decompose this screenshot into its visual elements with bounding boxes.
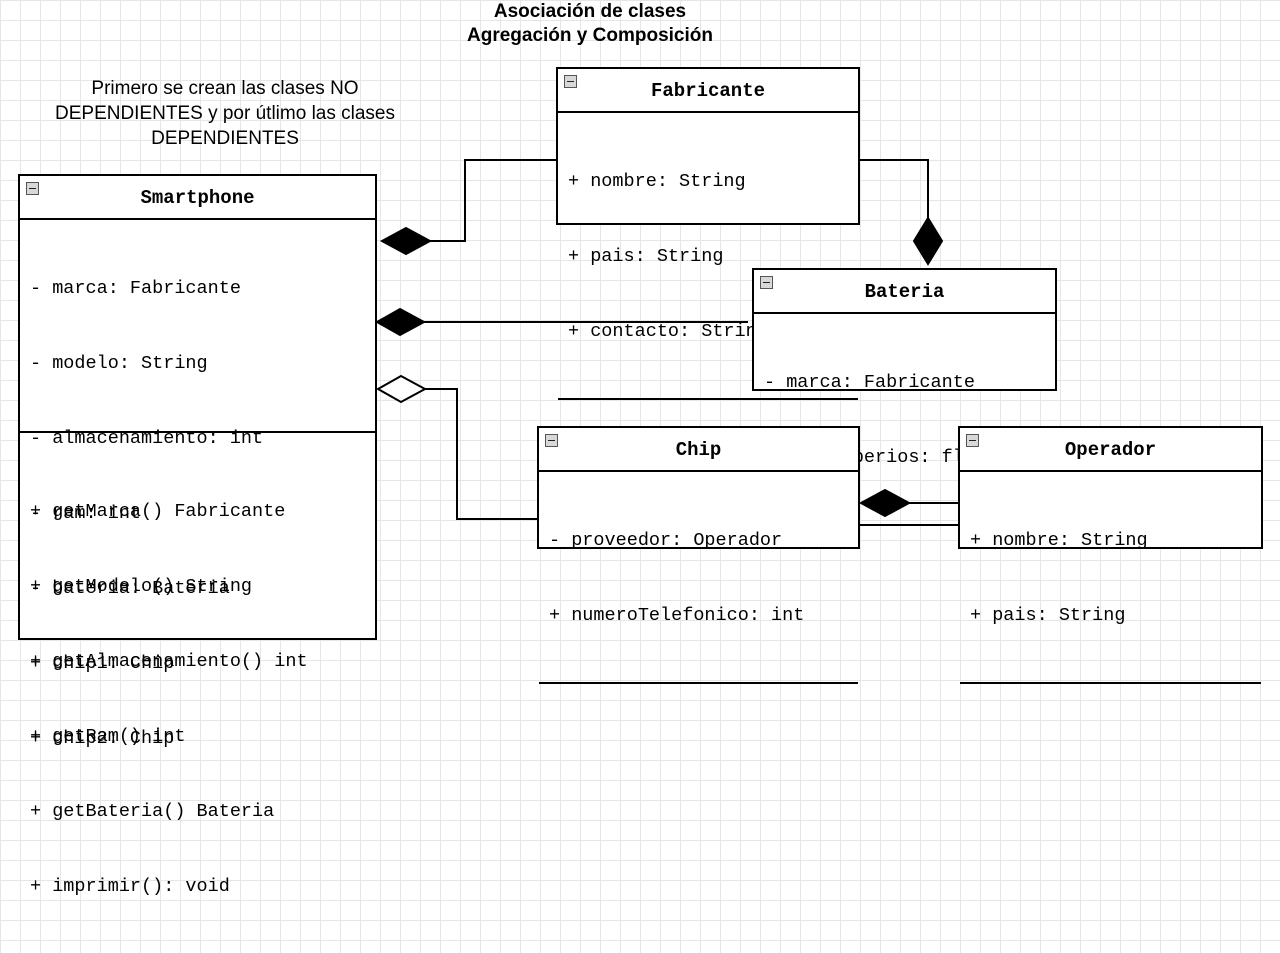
collapse-icon[interactable] bbox=[966, 434, 979, 447]
method-row: + getModelo() String bbox=[30, 576, 253, 597]
method-row: + getMarca() Fabricante bbox=[30, 501, 286, 522]
class-name: Operador bbox=[1064, 439, 1157, 461]
attribute-row: + pais: String bbox=[568, 246, 724, 267]
attribute-row: + contacto: String bbox=[568, 321, 768, 342]
class-smartphone[interactable]: Smartphone - marca: Fabricante - modelo:… bbox=[18, 174, 377, 897]
collapse-icon[interactable] bbox=[760, 276, 773, 289]
composition-diamond-bateria-smartphone bbox=[374, 307, 427, 337]
attribute-row: + pais: String bbox=[970, 605, 1126, 626]
attributes-section: + nombre: String + pais: String bbox=[960, 472, 1261, 684]
class-operador[interactable]: Operador + nombre: String + pais: String bbox=[958, 426, 1263, 684]
class-name: Fabricante bbox=[650, 80, 766, 102]
class-header: Smartphone bbox=[20, 176, 375, 220]
attribute-row: - ram: int bbox=[30, 503, 142, 524]
note-text: Primero se crean las clases NO DEPENDIEN… bbox=[30, 76, 420, 151]
collapse-icon[interactable] bbox=[26, 182, 39, 195]
class-bateria[interactable]: Bateria - marca: Fabricante + miliAmperi… bbox=[752, 268, 1057, 526]
attributes-section: + nombre: String + pais: String + contac… bbox=[558, 113, 858, 400]
diagram-title: Asociación de clases Agregación y Compos… bbox=[430, 0, 750, 48]
fabricante-smartphone-link bbox=[430, 159, 556, 242]
note-line-1: Primero se crean las clases NO bbox=[91, 78, 359, 99]
attributes-section: - marca: Fabricante - modelo: String - a… bbox=[20, 220, 375, 749]
method-row: + imprimir(): void bbox=[30, 876, 230, 897]
class-name: Smartphone bbox=[140, 187, 255, 209]
attribute-row: - modelo: String bbox=[30, 353, 208, 374]
aggregation-diamond-chip-smartphone bbox=[375, 374, 428, 404]
attribute-row: + numeroTelefonico: int bbox=[549, 605, 805, 626]
class-header: Fabricante bbox=[558, 69, 858, 113]
composition-diamond-operador-chip bbox=[858, 488, 912, 518]
attribute-row: - marca: Fabricante bbox=[30, 278, 241, 299]
class-header: Chip bbox=[539, 428, 858, 472]
composition-diamond-fabricante-smartphone bbox=[379, 226, 433, 256]
attribute-row: - bateria: Bateria bbox=[30, 578, 230, 599]
chip-smartphone-link bbox=[425, 388, 537, 520]
class-header: Operador bbox=[960, 428, 1261, 472]
relationship-lines bbox=[374, 159, 958, 520]
class-name: Chip bbox=[675, 439, 722, 461]
title-line-2: Agregación y Composición bbox=[467, 25, 713, 46]
class-fabricante[interactable]: Fabricante + nombre: String + pais: Stri… bbox=[556, 67, 860, 400]
class-name: Bateria bbox=[864, 281, 945, 303]
class-header: Bateria bbox=[754, 270, 1055, 314]
methods-section: + getMarca() Fabricante + getModelo() St… bbox=[20, 433, 375, 953]
class-chip[interactable]: Chip - proveedor: Operador + numeroTelef… bbox=[537, 426, 860, 684]
collapse-icon[interactable] bbox=[564, 75, 577, 88]
attribute-row: + nombre: String bbox=[568, 171, 746, 192]
attribute-row: - proveedor: Operador bbox=[549, 530, 783, 551]
method-row: + getRam() int bbox=[30, 726, 186, 747]
note-line-2: DEPENDIENTES y por útlimo las clases bbox=[55, 103, 395, 124]
attributes-section: - proveedor: Operador + numeroTelefonico… bbox=[539, 472, 858, 684]
fabricante-bateria-link bbox=[859, 159, 929, 218]
title-line-1: Asociación de clases bbox=[493, 1, 687, 22]
attribute-row: - marca: Fabricante bbox=[764, 372, 975, 393]
attribute-row: + nombre: String bbox=[970, 530, 1148, 551]
method-row: + getBateria() Bateria bbox=[30, 801, 275, 822]
attribute-row: - almacenamiento: int bbox=[30, 428, 264, 449]
note-line-3: DEPENDIENTES bbox=[151, 128, 299, 149]
composition-diamond-fabricante-bateria bbox=[912, 216, 944, 266]
method-row: + getAlmacenamiento() int bbox=[30, 651, 308, 672]
collapse-icon[interactable] bbox=[545, 434, 558, 447]
